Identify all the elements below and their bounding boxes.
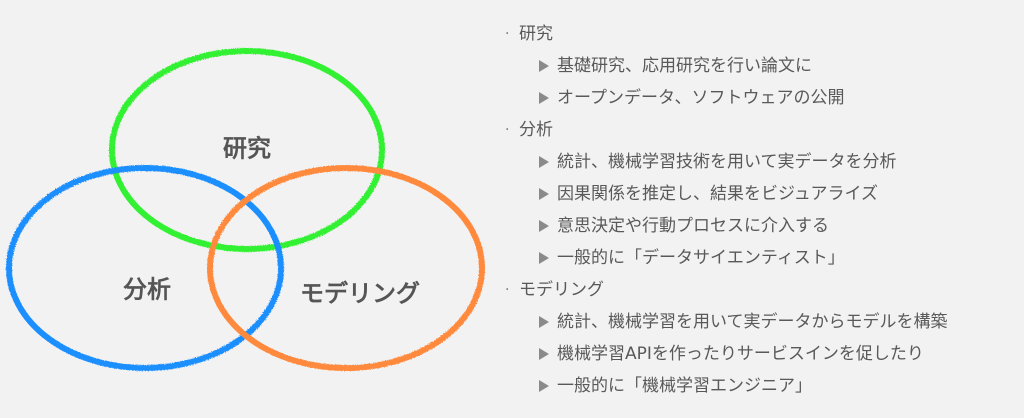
list-item: 統計、機械学習を用いて実データからモデルを構築 xyxy=(505,306,948,338)
section-title: モデリング xyxy=(519,280,604,300)
list-item: 一般的に「データサイエンティスト」 xyxy=(505,242,948,274)
list-item: 統計、機械学習技術を用いて実データを分析 xyxy=(505,146,948,178)
triangle-bullet-icon xyxy=(539,348,549,360)
list-item: 基礎研究、応用研究を行い論文に xyxy=(505,50,948,82)
bullet-dot-icon: · xyxy=(505,122,510,138)
analysis-label: 分析 xyxy=(123,275,171,304)
research-label: 研究 xyxy=(223,134,271,163)
list-item-text: 統計、機械学習技術を用いて実データを分析 xyxy=(557,152,897,172)
research-ellipse xyxy=(109,48,385,252)
section-research-title: · 研究 xyxy=(505,18,948,50)
triangle-bullet-icon xyxy=(539,220,549,232)
triangle-bullet-icon xyxy=(539,156,549,168)
outline-list: · 研究 基礎研究、応用研究を行い論文に オープンデータ、ソフトウェアの公開 ·… xyxy=(505,18,948,402)
list-item: 一般的に「機械学習エンジニア」 xyxy=(505,370,948,402)
analysis-ellipse xyxy=(6,165,284,371)
modeling-ellipse xyxy=(207,165,485,371)
list-item-text: 基礎研究、応用研究を行い論文に xyxy=(557,56,812,76)
triangle-bullet-icon xyxy=(539,188,549,200)
list-item: オープンデータ、ソフトウェアの公開 xyxy=(505,82,948,114)
triangle-bullet-icon xyxy=(539,316,549,328)
list-item-text: 機械学習APIを作ったりサービスインを促したり xyxy=(557,344,924,364)
section-analysis-title: · 分析 xyxy=(505,114,948,146)
list-item-text: 一般的に「データサイエンティスト」 xyxy=(557,248,845,268)
list-item: 機械学習APIを作ったりサービスインを促したり xyxy=(505,338,948,370)
venn-diagram: 研究 分析 モデリング xyxy=(0,0,490,418)
triangle-bullet-icon xyxy=(539,92,549,104)
list-item-text: 因果関係を推定し、結果をビジュアライズ xyxy=(557,184,878,204)
modeling-label: モデリング xyxy=(300,279,420,308)
list-item: 意思決定や行動プロセスに介入する xyxy=(505,210,948,242)
list-item-text: 統計、機械学習を用いて実データからモデルを構築 xyxy=(557,312,948,332)
section-title: 研究 xyxy=(519,24,553,44)
venn-ellipses xyxy=(6,48,485,371)
list-item-text: 一般的に「機械学習エンジニア」 xyxy=(557,376,812,396)
triangle-bullet-icon xyxy=(539,60,549,72)
list-item: 因果関係を推定し、結果をビジュアライズ xyxy=(505,178,948,210)
list-item-text: 意思決定や行動プロセスに介入する xyxy=(557,216,829,236)
bullet-dot-icon: · xyxy=(505,26,510,42)
list-item-text: オープンデータ、ソフトウェアの公開 xyxy=(557,88,845,108)
triangle-bullet-icon xyxy=(539,252,549,264)
section-modeling-title: · モデリング xyxy=(505,274,948,306)
section-title: 分析 xyxy=(519,120,553,140)
bullet-dot-icon: · xyxy=(505,282,510,298)
triangle-bullet-icon xyxy=(539,380,549,392)
